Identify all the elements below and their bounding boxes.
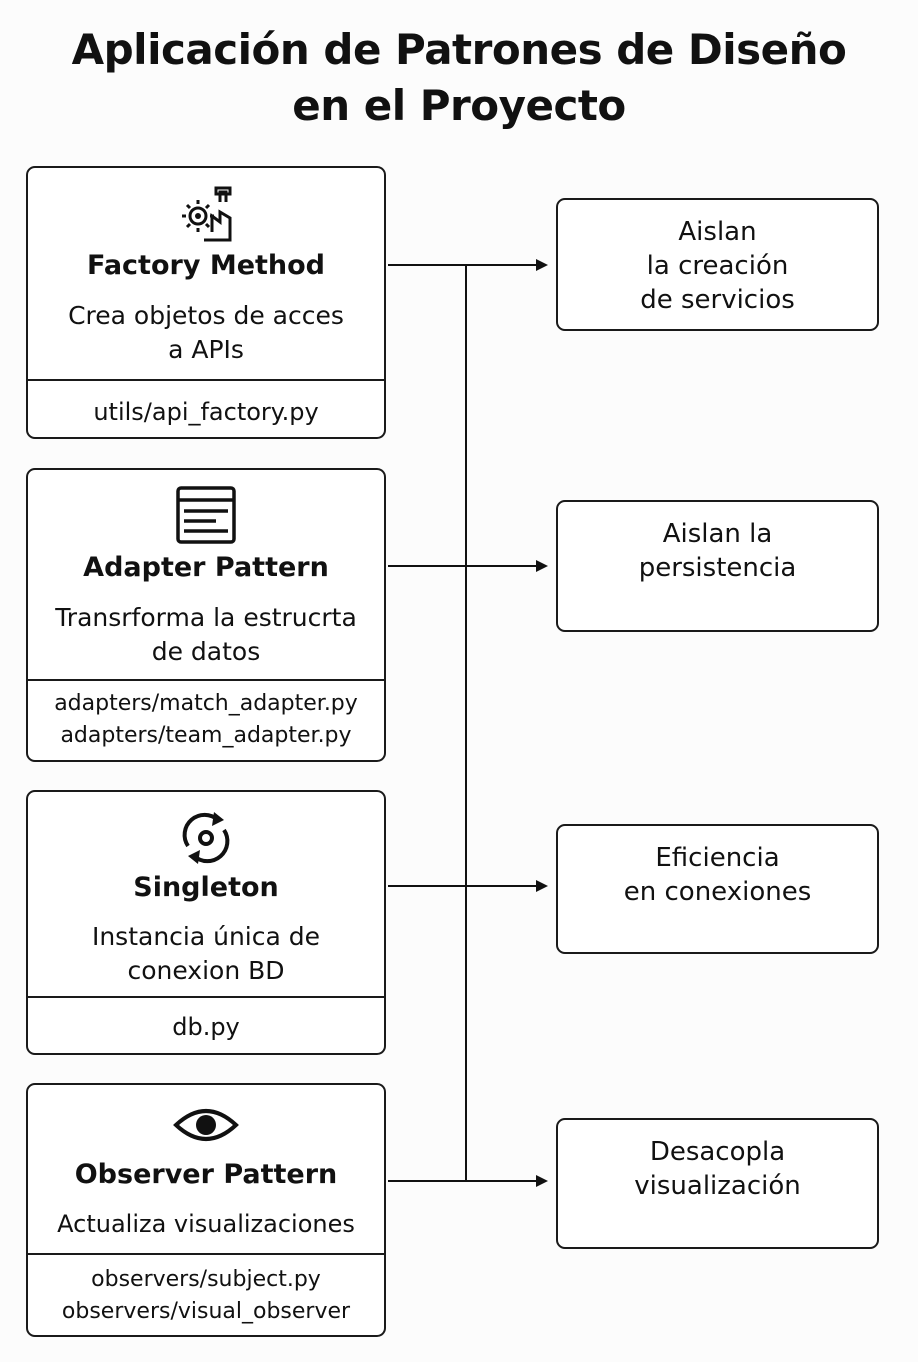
- file-path: adapters/team_adapter.py: [60, 723, 352, 748]
- pattern-files: adapters/match_adapter.py adapters/team_…: [28, 688, 384, 752]
- pattern-card-factory-method: Factory Method Crea objetos de acces a A…: [26, 166, 386, 439]
- file-path: adapters/match_adapter.py: [54, 691, 358, 716]
- pattern-description: Actualiza visualizaciones: [28, 1207, 384, 1241]
- title-line-2: en el Proyecto: [292, 81, 626, 130]
- result-line: visualización: [634, 1171, 801, 1201]
- pattern-card-observer: Observer Pattern Actualiza visualizacion…: [26, 1083, 386, 1337]
- pattern-name: Singleton: [133, 872, 279, 903]
- pattern-files: observers/subject.py observers/visual_ob…: [28, 1264, 384, 1328]
- document-list-icon: [28, 486, 384, 548]
- card-divider: [28, 996, 384, 998]
- eye-icon: [28, 1103, 384, 1151]
- result-line: Aislan la: [662, 519, 773, 549]
- result-line: de servicios: [640, 285, 795, 315]
- card-divider: [28, 679, 384, 681]
- description-line: Actualiza visualizaciones: [57, 1210, 355, 1238]
- pattern-name: Adapter Pattern: [83, 552, 329, 583]
- card-divider: [28, 1253, 384, 1255]
- result-line: Aislan: [678, 217, 757, 247]
- result-box-connection-efficiency: Eficiencia en conexiones: [556, 824, 879, 954]
- description-line: conexion BD: [127, 956, 285, 985]
- pattern-description: Crea objetos de acces a APIs: [28, 299, 384, 367]
- pattern-description: Instancia única de conexion BD: [28, 920, 384, 988]
- pattern-files: utils/api_factory.py: [28, 396, 384, 428]
- description-line: Instancia única de: [91, 922, 321, 951]
- file-path: utils/api_factory.py: [93, 398, 319, 426]
- result-line: la creación: [646, 251, 789, 281]
- description-line: de datos: [151, 637, 261, 666]
- pattern-card-adapter: Adapter Pattern Transrforma la estrucrta…: [26, 468, 386, 762]
- description-line: Crea objetos de acces: [68, 301, 344, 330]
- pattern-name: Observer Pattern: [74, 1159, 338, 1190]
- description-line: Transrforma la estrucrta: [55, 603, 357, 632]
- file-path: observers/visual_observer: [61, 1299, 351, 1324]
- diagram-title: Aplicación de Patrones de Diseño en el P…: [0, 22, 918, 134]
- card-divider: [28, 379, 384, 381]
- result-line: persistencia: [638, 553, 797, 583]
- result-line: en conexiones: [623, 877, 812, 907]
- file-path: observers/subject.py: [91, 1267, 321, 1292]
- pattern-name: Factory Method: [86, 250, 326, 281]
- description-line: a APIs: [168, 335, 244, 364]
- factory-gear-icon: [28, 182, 384, 250]
- result-line: Desacopla: [649, 1137, 786, 1167]
- result-box-persistence: Aislan la persistencia: [556, 500, 879, 632]
- pattern-description: Transrforma la estrucrta de datos: [28, 601, 384, 669]
- title-line-1: Aplicación de Patrones de Diseño: [71, 25, 847, 74]
- result-line: Eficiencia: [655, 843, 780, 873]
- result-box-service-creation: Aislan la creación de servicios: [556, 198, 879, 331]
- result-box-visualization-decoupling: Desacopla visualización: [556, 1118, 879, 1249]
- refresh-cycle-icon: [28, 808, 384, 872]
- pattern-card-singleton: Singleton Instancia única de conexion BD…: [26, 790, 386, 1055]
- file-path: db.py: [172, 1013, 240, 1041]
- pattern-files: db.py: [28, 1011, 384, 1043]
